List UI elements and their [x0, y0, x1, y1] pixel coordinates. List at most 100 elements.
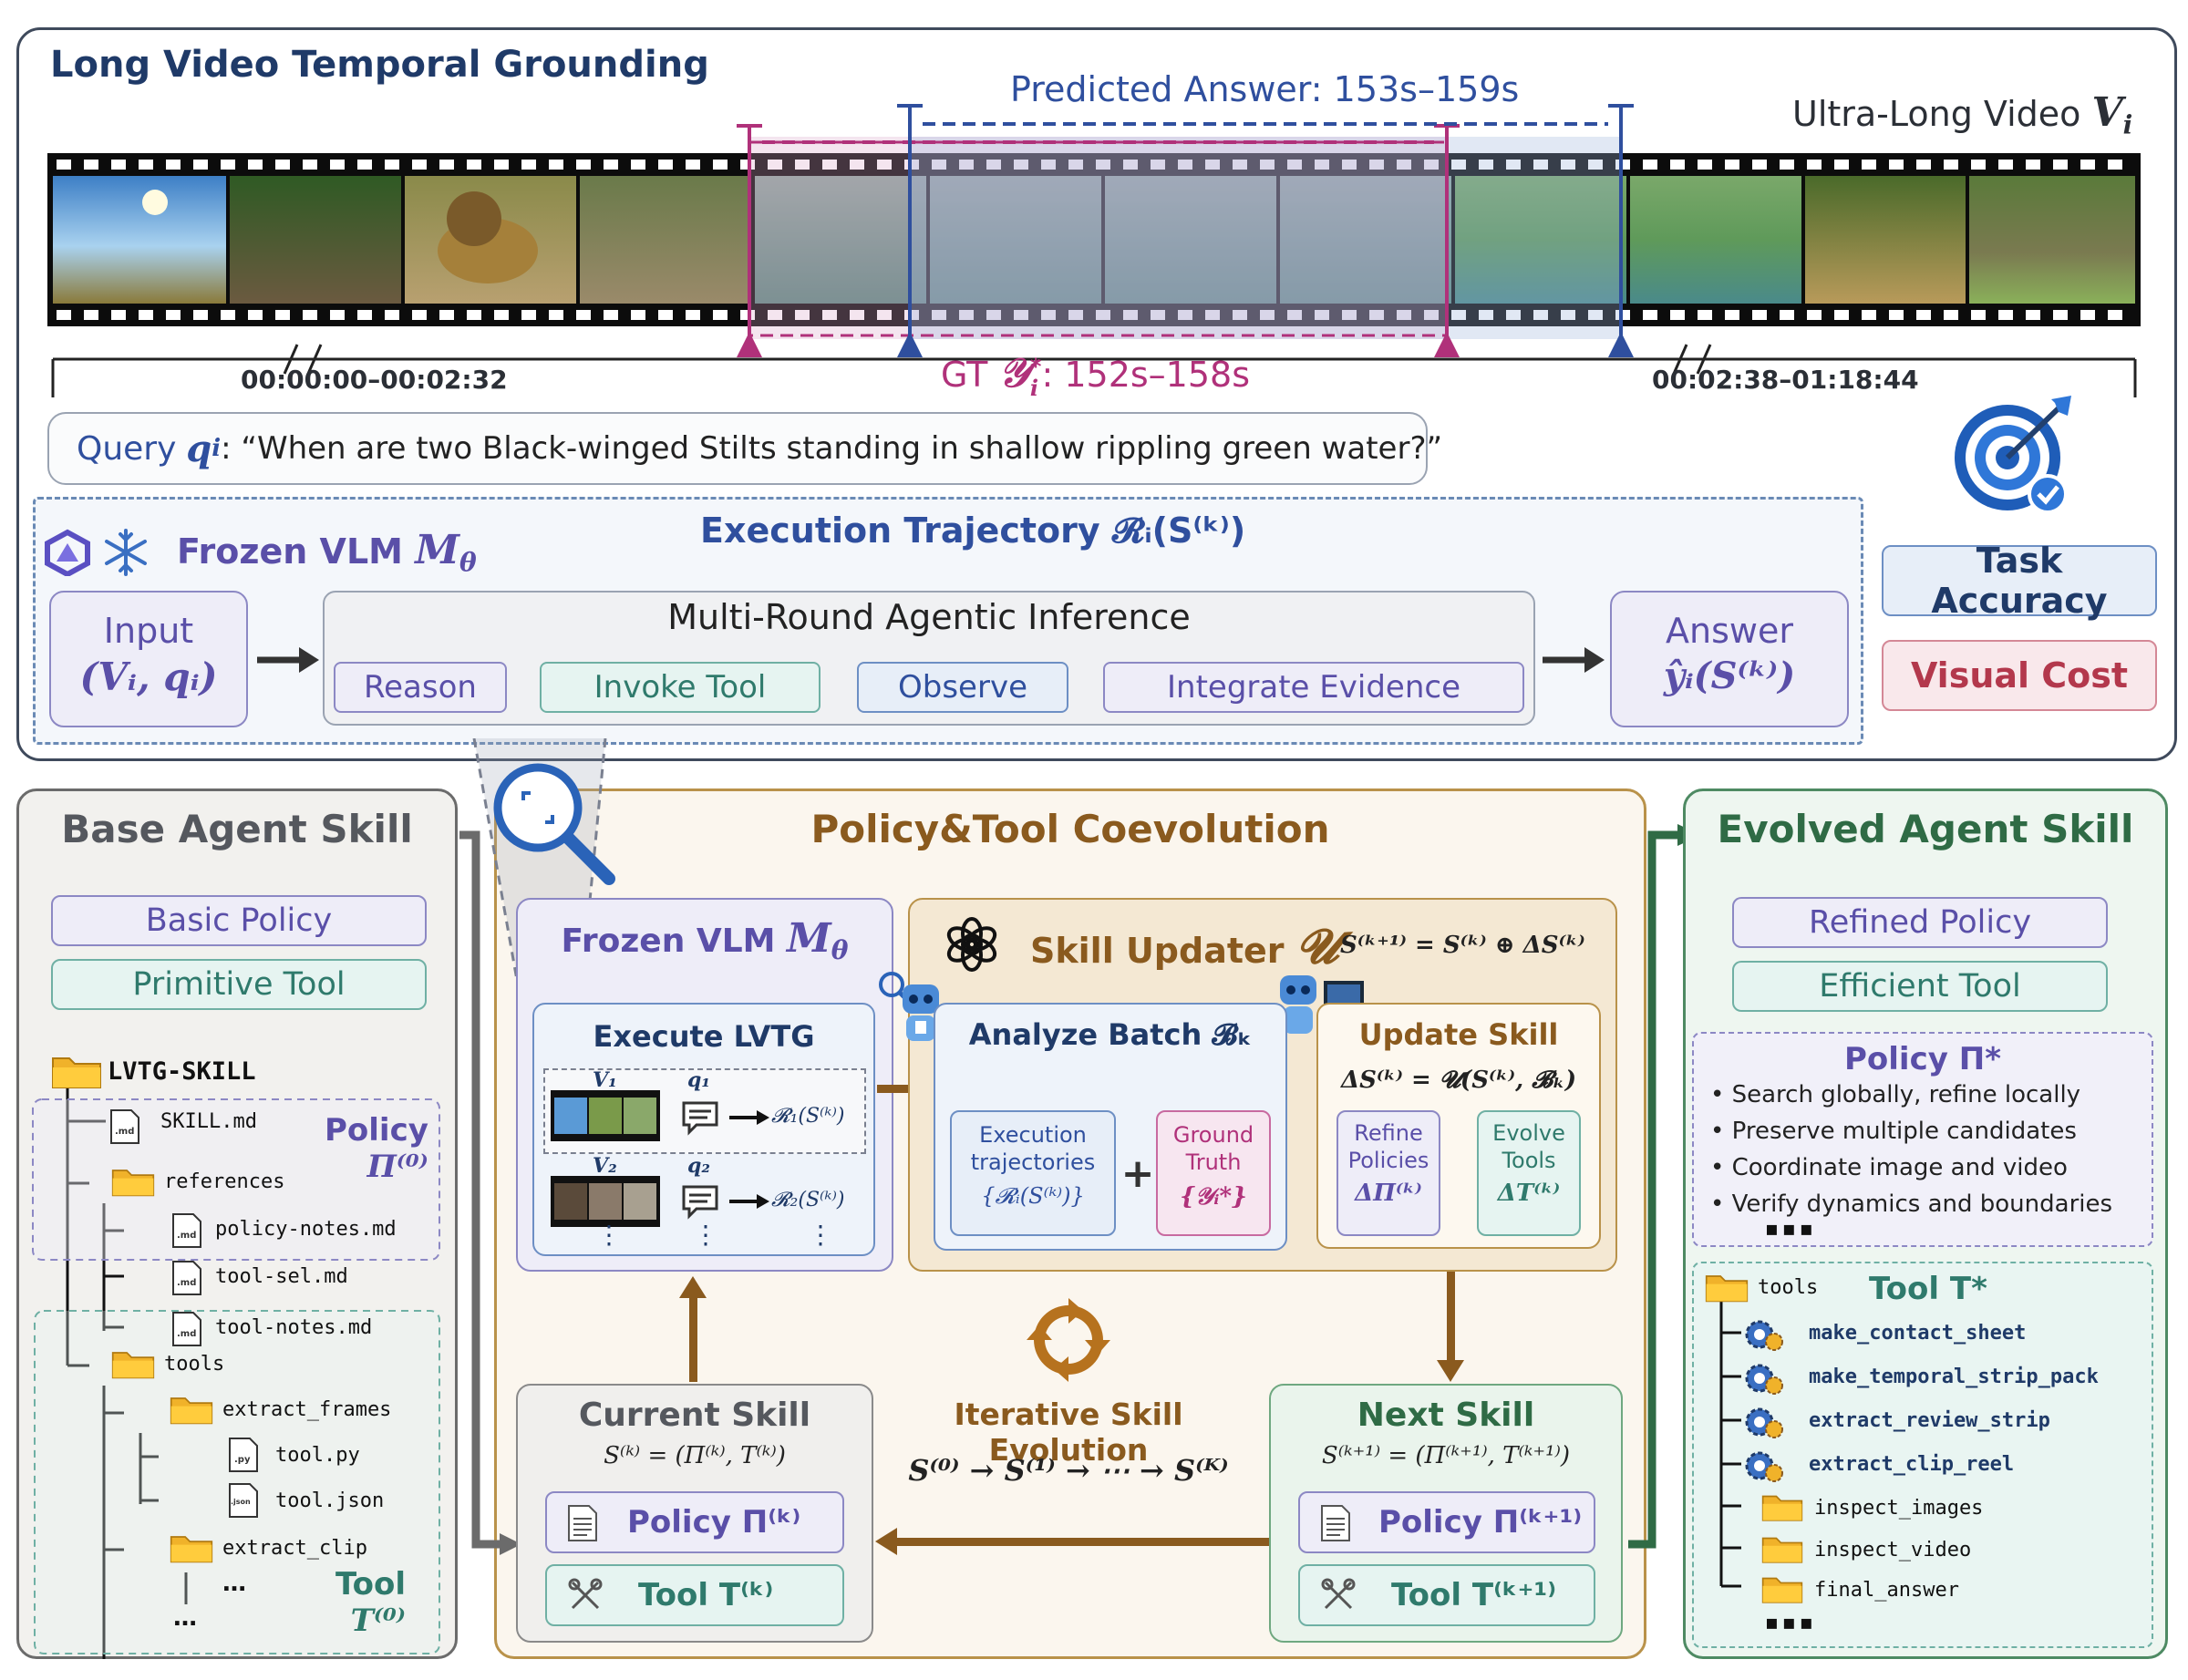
evolved-policy-box — [1692, 1032, 2153, 1247]
input-box: Input (Vᵢ, qᵢ) — [49, 591, 248, 727]
refine-policies-label: Refine Policies — [1347, 1120, 1429, 1173]
md-file-icon: .md — [172, 1312, 201, 1346]
svg-text:.md: .md — [177, 1231, 196, 1241]
video-thumb-icon — [551, 1176, 660, 1227]
evolve-tools-label: Evolve Tools — [1492, 1120, 1565, 1173]
tree-ellipsis: … — [173, 1604, 197, 1632]
tool-notes-label: tool-notes.md — [215, 1316, 373, 1339]
bullet-text: Verify dynamics and boundaries — [1731, 1190, 2113, 1218]
gt-sub: i — [1029, 374, 1039, 401]
exec-trajectories-box: Execution trajectories {𝓡ᵢ(S⁽ᵏ⁾)} — [950, 1110, 1116, 1236]
next-policy-label: Policy Π⁽ᵏ⁺¹⁾ — [1378, 1504, 1583, 1541]
next-tool-label: Tool T⁽ᵏ⁺¹⁾ — [1391, 1577, 1557, 1613]
svg-text:.md: .md — [177, 1329, 196, 1339]
evolved-policy-title: Policy Π* — [1844, 1041, 2001, 1077]
primitive-tool-badge: Primitive Tool — [51, 959, 427, 1010]
frozen-vlm-label: Frozen VLM — [177, 531, 403, 572]
query-label: Query — [77, 429, 177, 468]
refined-policy-badge: Refined Policy — [1732, 897, 2108, 948]
md-file-icon: .md — [172, 1213, 201, 1248]
skill-updater-formula: S⁽ᵏ⁺¹⁾ = S⁽ᵏ⁾ ⊕ ΔS⁽ᵏ⁾ — [1340, 932, 1585, 959]
gt-range: : 152s–158s — [1041, 355, 1251, 395]
update-skill-label: Update Skill — [1358, 1017, 1559, 1052]
bullet-text: Preserve multiple candidates — [1731, 1118, 2077, 1145]
step-invoke-tool: Invoke Tool — [540, 662, 820, 713]
step-observe: Observe — [857, 662, 1068, 713]
folder-icon — [1761, 1495, 1803, 1521]
folder-icon — [111, 1352, 155, 1379]
gt-symbol: 𝒴 — [998, 350, 1030, 397]
gt-label: GT 𝒴*i: 152s–158s — [941, 350, 1250, 399]
video-symbol: V — [2091, 89, 2123, 136]
time-left: 00:00:00–00:02:32 — [241, 365, 508, 395]
skill-md-label: SKILL.md — [160, 1110, 257, 1133]
next-skill-label: Next Skill — [1357, 1397, 1535, 1434]
q1-label: q₁ — [687, 1068, 711, 1092]
arrow-icon — [729, 1110, 769, 1125]
step-reason: Reason — [334, 662, 507, 713]
v1-label: V₁ — [593, 1068, 617, 1092]
refine-policies-formula: ΔΠ⁽ᵏ⁾ — [1355, 1180, 1422, 1207]
update-skill-formula: ΔS⁽ᵏ⁾ = 𝓤(S⁽ᵏ⁾, 𝓑ₖ) — [1340, 1067, 1577, 1094]
evolved-policy-bullet: • Search globally, refine locally — [1710, 1081, 2081, 1108]
arrow-input-to-inference — [257, 647, 319, 673]
evolve-tools-formula: ΔT⁽ᵏ⁾ — [1497, 1180, 1561, 1207]
base-tool-label: Tool T⁽⁰⁾ — [335, 1566, 406, 1639]
frozen-vlm-mid: Frozen VLM Mθ — [516, 915, 893, 965]
evolve-tools-box: Evolve Tools ΔT⁽ᵏ⁾ — [1477, 1110, 1581, 1236]
base-policy-text: Policy — [325, 1112, 428, 1149]
svg-text:.md: .md — [115, 1127, 134, 1137]
video-label: Ultra-Long Video Vi — [1792, 89, 2132, 140]
folder-icon — [1705, 1275, 1749, 1303]
video-symbol-sub: i — [2122, 109, 2133, 140]
tool-item-label: extract_review_strip — [1809, 1409, 2050, 1432]
gear-icon — [1745, 1320, 1783, 1351]
current-policy-label: Policy Π⁽ᵏ⁾ — [627, 1504, 801, 1541]
policy-notes-label: policy-notes.md — [215, 1218, 397, 1241]
skill-updater-label: Skill Updater — [1030, 931, 1285, 971]
tool-py-label: tool.py — [275, 1444, 360, 1467]
references-folder-label: references — [164, 1170, 285, 1193]
basic-policy-badge: Basic Policy — [51, 895, 427, 946]
arrow-icon — [729, 1194, 769, 1209]
frozen-vlm-mid-label: Frozen VLM — [561, 922, 776, 960]
efficient-tool-badge: Efficient Tool — [1732, 961, 2108, 1012]
analyze-batch-label: Analyze Batch 𝓑ₖ — [968, 1017, 1253, 1052]
wrench-icon — [568, 1578, 603, 1610]
svg-text:.json: .json — [231, 1498, 251, 1506]
answer-box: Answer ŷᵢ(S⁽ᵏ⁾) — [1610, 591, 1849, 727]
folder-icon — [52, 1057, 101, 1088]
frozen-vlm-top: Frozen VLM Mθ — [177, 527, 477, 578]
evolved-policy-bullet: • Coordinate image and video — [1710, 1154, 2068, 1181]
query-sub: i — [212, 435, 222, 462]
input-label: Input — [103, 611, 194, 651]
evolved-tree-lines — [1719, 1302, 1741, 1588]
answer-formula: ŷᵢ(S⁽ᵏ⁾) — [1663, 654, 1796, 697]
iterative-formula: S⁽⁰⁾ → S⁽¹⁾ → ⋯ → S⁽ᴷ⁾ — [908, 1453, 1229, 1488]
visual-cost-badge: Visual Cost — [1882, 640, 2157, 711]
folder-icon — [170, 1397, 213, 1425]
evolved-policy-bullet: • Preserve multiple candidates — [1710, 1118, 2077, 1145]
base-tool-text: Tool — [335, 1566, 407, 1603]
vdots: ⋮ — [693, 1220, 718, 1250]
folder-icon — [1761, 1577, 1803, 1603]
bullet-text: Search globally, refine locally — [1731, 1081, 2081, 1108]
folder-item-label: inspect_images — [1814, 1497, 1984, 1520]
frozen-vlm-sub: θ — [459, 547, 477, 578]
video-label-text: Ultra-Long Video — [1792, 94, 2081, 134]
base-policy-label: Policy Π⁽⁰⁾ — [325, 1112, 428, 1185]
iterative-label: Iterative Skill Evolution — [954, 1397, 1183, 1468]
extract-frames-label: extract_frames — [222, 1398, 392, 1421]
extract-clip-label: extract_clip — [222, 1537, 367, 1560]
exec-trajectories-label: Execution trajectories — [970, 1122, 1096, 1175]
current-tool-box — [545, 1564, 844, 1626]
evolved-policy-bullet: • Verify dynamics and boundaries — [1710, 1190, 2113, 1218]
folder-icon — [170, 1536, 213, 1563]
base-tool-symbol: T⁽⁰⁾ — [350, 1603, 407, 1639]
base-policy-symbol: Π⁽⁰⁾ — [366, 1149, 428, 1185]
folder-icon — [111, 1170, 155, 1197]
tool-item-label: extract_clip_reel — [1809, 1453, 2015, 1476]
coevolution-title: Policy&Tool Coevolution — [810, 807, 1330, 851]
document-icon — [1321, 1505, 1350, 1541]
md-file-icon: .md — [110, 1109, 139, 1144]
